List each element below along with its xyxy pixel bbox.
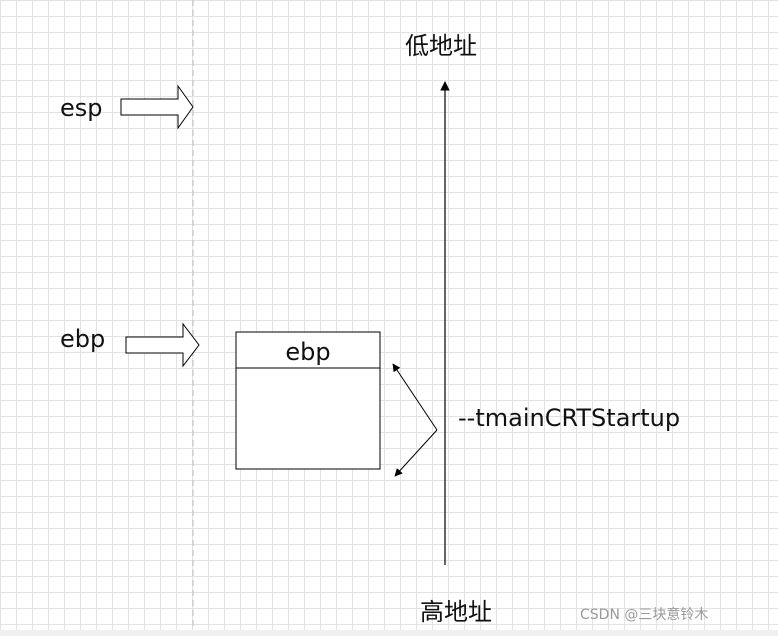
bottom-strip bbox=[0, 630, 778, 636]
high-address-label: 高地址 bbox=[420, 598, 492, 626]
watermark: CSDN @三块意铃木 bbox=[580, 607, 709, 623]
function-frame-label: --tmainCRTStartup bbox=[458, 404, 681, 432]
esp-label: esp bbox=[60, 94, 103, 122]
stack-frame-ebp-label: ebp bbox=[285, 338, 331, 366]
low-address-label: 低地址 bbox=[405, 32, 477, 60]
frame-range-upper bbox=[392, 363, 438, 431]
frame-range-lower bbox=[394, 429, 438, 477]
esp-pointer-arrow bbox=[120, 84, 194, 130]
ebp-label: ebp bbox=[60, 325, 106, 353]
ebp-pointer-arrow bbox=[125, 322, 200, 368]
stack-frame-box bbox=[235, 331, 381, 470]
